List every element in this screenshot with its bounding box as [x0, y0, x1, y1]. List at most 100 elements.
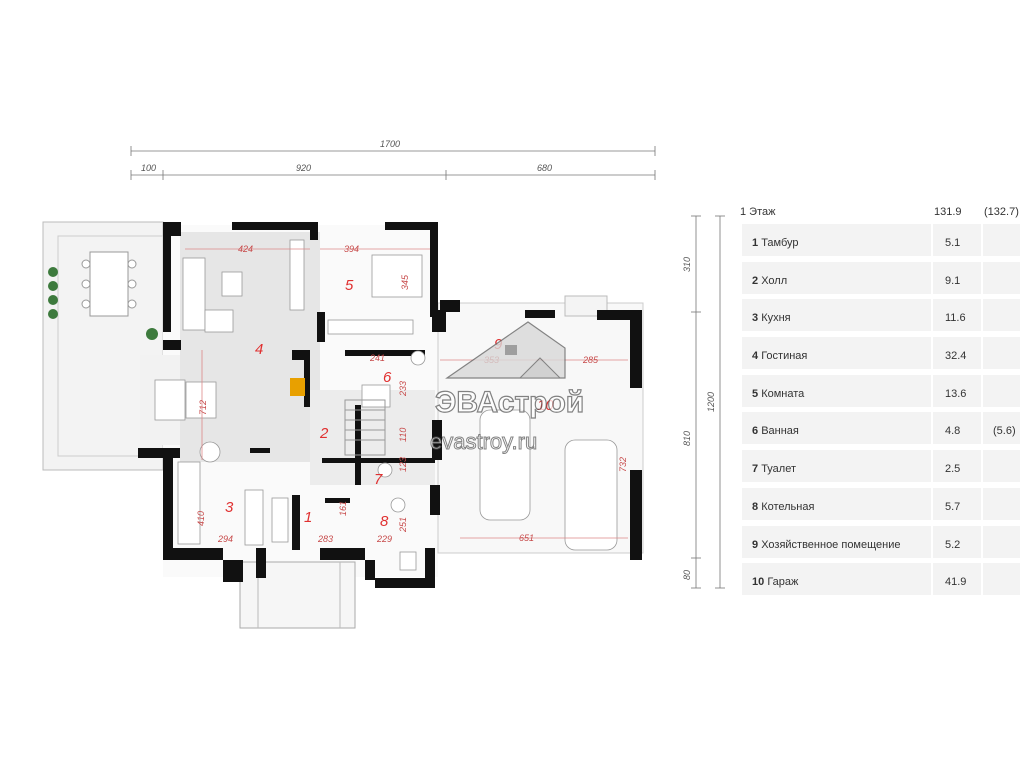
watermark-brand: ЭВАстрой	[435, 386, 584, 419]
cell-area-alt	[983, 563, 1020, 596]
cell-room: 3 Кухня	[742, 299, 931, 332]
room-dim-732: 732	[618, 457, 628, 472]
room-name: Тамбур	[761, 237, 799, 249]
room-area: 13.6	[945, 387, 967, 400]
room-dim-294: 294	[217, 534, 233, 544]
room-area: 2.5	[945, 463, 961, 476]
dim-total-width: 1700	[380, 139, 400, 149]
table-header: 1 Этаж 131.9 (132.7)	[738, 204, 1020, 221]
room-dim-241: 241	[369, 353, 385, 363]
room-area: 41.9	[945, 576, 967, 589]
cell-area: 11.6	[933, 299, 981, 332]
table-row: 2 Холл 9.1	[738, 259, 1020, 297]
room-name: Котельная	[761, 500, 815, 513]
room-dim-161: 161	[338, 501, 348, 516]
room-name: Ванная	[761, 425, 799, 438]
table-row: 7 Туалет 2.5	[738, 447, 1020, 485]
room-dim-424: 424	[238, 244, 253, 254]
cell-room: 9 Хозяйственное помещение	[742, 525, 931, 558]
room-number: 6	[752, 425, 759, 438]
table-row: 1 Тамбур 5.1	[738, 221, 1020, 259]
area-table: 1 Этаж 131.9 (132.7) 1 Тамбур 5.1 2 Холл 9.…	[738, 204, 1020, 598]
cell-room: 6 Ванная	[742, 412, 931, 445]
dim-right-3: 80	[682, 570, 692, 580]
cell-room: 10 Гараж	[742, 563, 931, 596]
cell-room: 4 Гостиная	[742, 337, 931, 370]
dim-seg-1: 100	[141, 163, 156, 173]
room-dim-251: 251	[398, 517, 408, 533]
cell-area: 5.1	[933, 224, 981, 256]
cell-area-alt	[983, 450, 1020, 483]
room-number: 9	[752, 538, 759, 551]
table-row: 9 Хозяйственное помещение 5.2	[738, 523, 1020, 561]
cell-area-alt	[983, 299, 1020, 332]
dim-seg-3: 680	[537, 163, 552, 173]
dim-right-1: 310	[682, 257, 692, 272]
cell-area: 41.9	[933, 563, 981, 596]
table-row: 4 Гостиная 32.4	[738, 334, 1020, 372]
room-number-6: 6	[383, 369, 392, 386]
table-row: 10 Гараж 41.9	[738, 560, 1020, 598]
table-row: 6 Ванная 4.8 (5.6)	[738, 409, 1020, 447]
room-dim-410: 410	[196, 511, 206, 526]
room-name: Гараж	[767, 576, 799, 589]
room-number: 5	[752, 387, 759, 400]
room-area: 5.7	[945, 500, 961, 513]
floor-title: 1 Этаж	[740, 206, 776, 218]
room-number-3: 3	[225, 499, 234, 516]
room-number: 7	[752, 463, 759, 476]
room-dim-283: 283	[317, 534, 333, 544]
dim-right-2: 810	[682, 431, 692, 446]
cell-area-alt	[983, 224, 1020, 256]
room-dim-110: 110	[398, 428, 408, 442]
dim-right-total: 1200	[706, 392, 716, 412]
room-name: Гостиная	[761, 350, 808, 363]
cell-room: 1 Тамбур	[742, 224, 931, 256]
room-number: 10	[752, 576, 765, 589]
table-row: 5 Комната 13.6	[738, 372, 1020, 410]
room-name: Хозяйственное помещение	[761, 538, 901, 551]
walls	[138, 222, 642, 588]
cell-area: 4.8	[933, 412, 981, 445]
room-number: 3	[752, 312, 759, 325]
cell-area: 9.1	[933, 261, 981, 294]
room-dim-712: 712	[198, 400, 208, 415]
room-number: 1	[752, 237, 759, 249]
room-number-7: 7	[374, 471, 383, 488]
room-area: 5.1	[945, 237, 961, 249]
cell-area: 13.6	[933, 374, 981, 407]
cell-area: 32.4	[933, 337, 981, 370]
top-dimensions	[130, 146, 656, 180]
cell-room: 2 Холл	[742, 261, 931, 294]
room-number-4: 4	[255, 341, 263, 358]
room-area: 4.8	[945, 425, 961, 438]
right-dimensions	[691, 215, 725, 589]
room-area-alt: (5.6)	[993, 425, 1016, 438]
room-area: 32.4	[945, 350, 967, 363]
room-area: 5.2	[945, 538, 961, 551]
room-dim-123: 123	[398, 457, 408, 472]
watermark-logo	[445, 321, 566, 379]
room-dim-394: 394	[344, 244, 359, 254]
cell-area-alt	[983, 525, 1020, 558]
room-number-10: 10	[537, 397, 554, 414]
room-area: 9.1	[945, 274, 961, 287]
room-number-2: 2	[319, 425, 329, 442]
watermark-url: evastroy.ru	[430, 429, 537, 454]
furniture	[154, 239, 618, 571]
room-dim-233: 233	[398, 381, 408, 397]
room-name: Туалет	[761, 463, 796, 476]
room-number: 2	[752, 274, 759, 287]
cell-area-alt	[983, 487, 1020, 520]
cell-area-alt: (5.6)	[983, 412, 1020, 445]
room-number-8: 8	[380, 513, 389, 530]
room-dim-285: 285	[582, 355, 599, 365]
cell-area-alt	[983, 374, 1020, 407]
room-dim-229: 229	[376, 534, 392, 544]
room-dim-345: 345	[400, 274, 410, 290]
cell-room: 5 Комната	[742, 374, 931, 407]
room-name: Кухня	[761, 312, 791, 325]
